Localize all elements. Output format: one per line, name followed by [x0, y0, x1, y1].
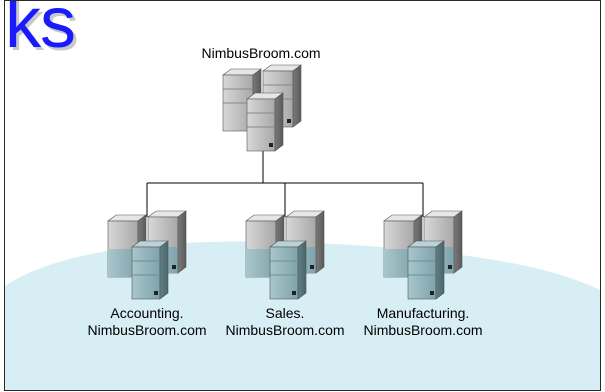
child-node-label: Sales. NimbusBroom.com	[215, 305, 355, 339]
slide-title-fragment: ks	[5, 0, 76, 63]
child-node-label-line2: NimbusBroom.com	[87, 322, 207, 338]
child-node-label-line1: Manufacturing.	[376, 305, 470, 321]
child-node-label-line2: NimbusBroom.com	[225, 322, 345, 338]
child-node-label: Accounting. NimbusBroom.com	[77, 305, 217, 339]
child-node-label-line1: Sales.	[265, 305, 305, 321]
slide-frame: ks NimbusBroom.com	[4, 0, 601, 391]
org-connector-lines	[146, 151, 424, 217]
server-cluster-icon	[245, 210, 325, 300]
server-cluster-icon	[107, 210, 187, 300]
server-cluster-icon	[383, 210, 463, 300]
child-node-label-line1: Accounting.	[110, 305, 184, 321]
root-node-label: NimbusBroom.com	[201, 45, 321, 61]
child-node-label: Manufacturing. NimbusBroom.com	[353, 305, 493, 339]
server-cluster-icon	[222, 64, 302, 152]
child-node-label-line2: NimbusBroom.com	[363, 322, 483, 338]
